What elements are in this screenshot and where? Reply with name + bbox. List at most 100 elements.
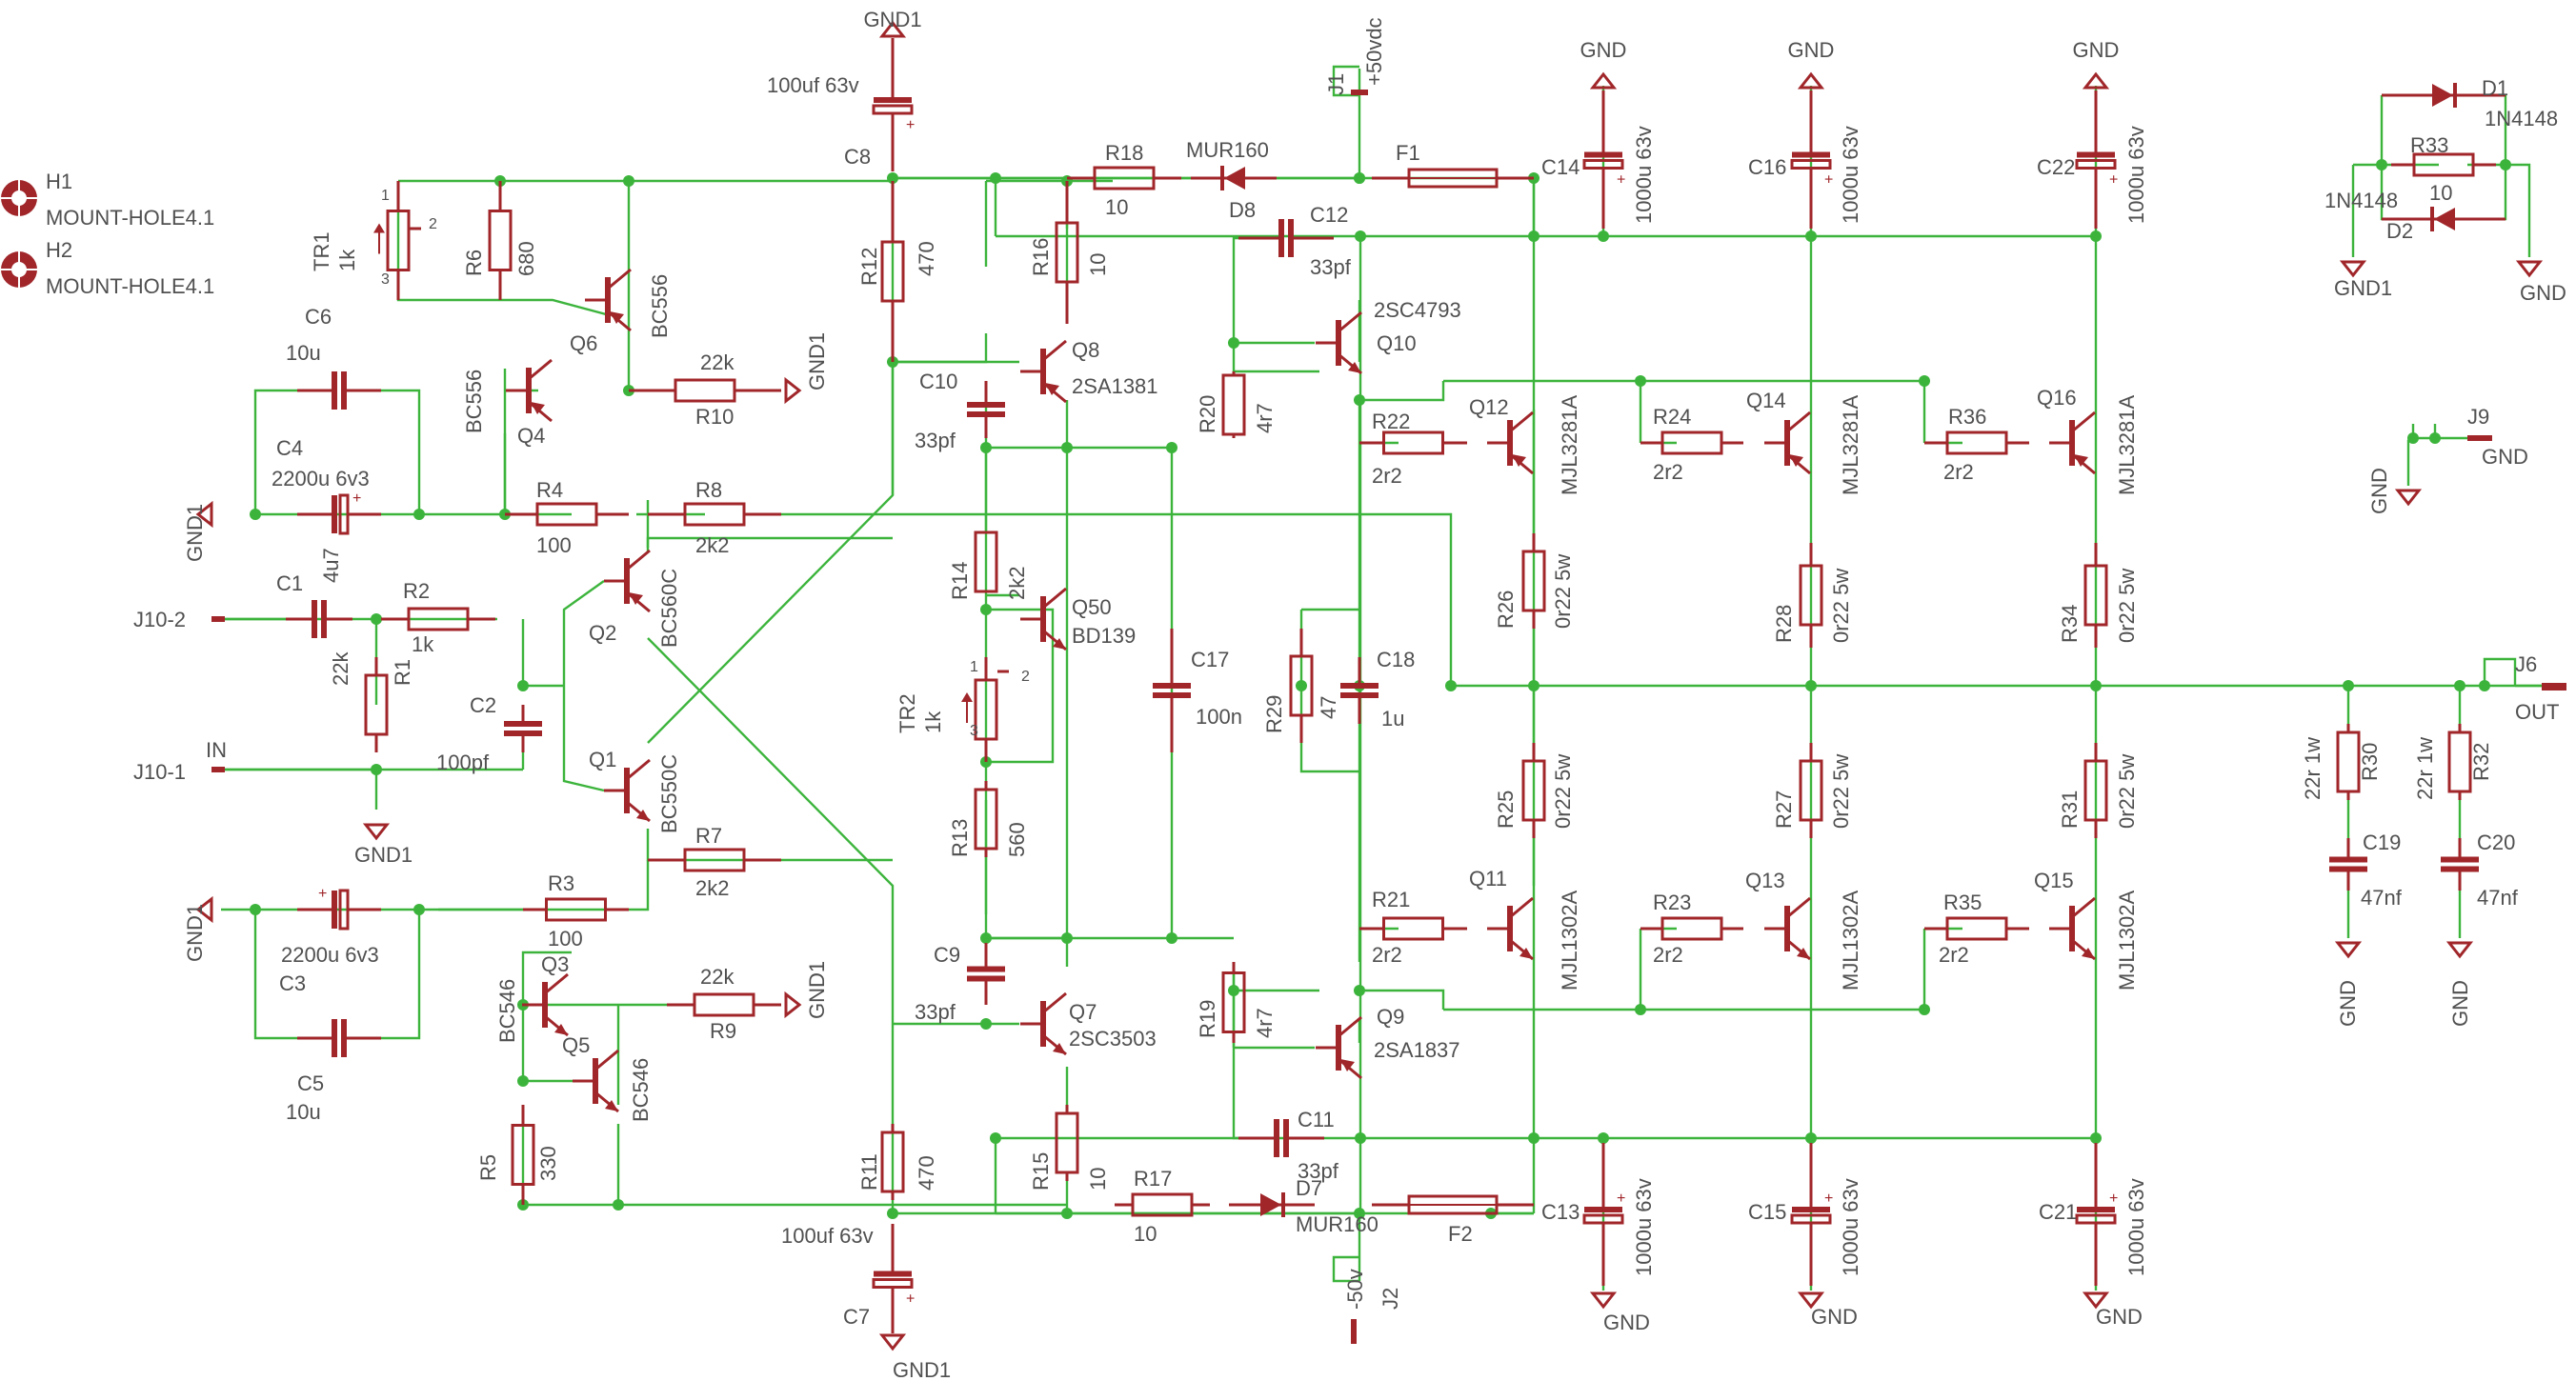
connector-label: J9 [2467,405,2489,429]
transistor-q7 [1020,991,1067,1056]
ref-label: J2 [1379,1288,1402,1310]
value-label: 4r7 [1253,1008,1277,1038]
resistor-r13 [974,781,998,857]
transistor-q10 [1316,310,1362,375]
ref-label: Q5 [562,1033,590,1057]
transistor-q16 [2049,410,2096,475]
value-label: 1k [412,632,434,656]
value-label: 2SC4793 [1374,298,1461,322]
junction-dot [1528,680,1540,691]
resistor-r9 [667,992,781,1017]
capacitor-c10 [967,381,1005,438]
ref-label: R29 [1262,695,1286,733]
capacitor-c16: + [1790,90,1833,229]
gnd-c14 [1589,71,1618,90]
ref-label: R11 [857,1153,881,1191]
junction-dot [250,509,261,520]
connector-label: J10-1 [133,760,186,784]
value-label: 2r2 [1372,464,1402,488]
pin-number: 1 [381,188,390,204]
junction-dot [1354,394,1365,406]
junction-dot [413,509,425,520]
wire [646,536,893,552]
wire [253,910,297,1040]
ref-label: D8 [1229,198,1256,222]
value-label: 1000u 63v [1632,126,1656,224]
value-label: BD139 [1072,624,1136,648]
value-label: 2200u 6v3 [272,467,370,490]
resistor-r36 [1924,430,2029,455]
supply-label: GND [2073,38,2120,62]
value-label: BC560C [657,569,681,648]
ref-label: J6 [2515,652,2537,676]
value-label: 1u [1381,707,1404,731]
capacitor-c11 [1238,1119,1324,1157]
capacitor-c3: + [297,886,381,931]
resistor-r8 [648,502,781,527]
junctions [250,159,2511,1219]
ref-label: R19 [1196,1000,1219,1038]
wire [647,637,895,1213]
value-label: 47nf [2361,886,2403,910]
capacitor-c5 [297,1019,381,1057]
value-label: 2SC3503 [1069,1027,1157,1051]
resistor-r35 [1924,916,2029,941]
ref-label: C20 [2477,831,2515,854]
value-label: 2r2 [1372,943,1402,967]
polarity-mark: + [352,490,361,507]
ref-label: F1 [1396,141,1420,165]
resistor-r29 [1289,629,1314,743]
value-label: 0r22 5w [2115,754,2139,829]
ref-label: Q16 [2037,386,2077,410]
wire [343,910,421,1040]
junction-dot [1445,680,1457,691]
value-label: 22k [700,350,735,374]
value-label: 10 [1086,1168,1110,1191]
ref-label: R21 [1372,888,1410,911]
wire [521,951,572,1005]
junction-dot [413,904,425,915]
value-label: 1000u 63v [1632,1178,1656,1276]
diode-d1 [2382,83,2506,108]
value-label: 1N4148 [2324,189,2398,212]
value-label: 100uf 63v [767,73,859,97]
junction-dot [1061,1208,1073,1219]
resistor-r30 [2336,724,2361,800]
value-label: 47 [1317,696,1340,719]
ref-label: R14 [948,562,972,600]
junction-dot [980,1018,992,1030]
transistor-q4 [506,358,553,423]
value-label: 1000u 63v [2124,1178,2148,1276]
transistor-q8 [1020,339,1067,404]
capacitor-c4: + [297,490,381,535]
ref-label: R9 [710,1019,736,1043]
gnd-c16 [1797,71,1825,90]
ref-label: D7 [1296,1176,1322,1200]
junction-dot [1805,1132,1817,1144]
ref-label: J1 [1324,73,1348,95]
resistor-r17 [1115,1192,1210,1217]
gnd-d [2515,260,2544,278]
mount-hole-h1 [1,180,37,216]
junction-dot [1635,375,1646,387]
supply-label: GND1 [354,843,413,867]
ref-label: R30 [2358,743,2382,781]
value-label: BC556 [648,274,672,338]
value-label: MJL1302A [2115,890,2139,991]
junction-dot [887,172,898,184]
resistor-r24 [1640,430,1743,455]
value-label: 2r2 [1943,460,1974,484]
junction-dot [1228,985,1239,996]
resistor-r34 [2083,543,2108,648]
trimmer-tr2 [961,657,1009,762]
value-label: 1000u 63v [1839,126,1862,224]
gnd-c13 [1589,1291,1618,1310]
wire [2411,424,2437,440]
mount-hole-h2 [1,251,37,288]
ref-label: C6 [305,305,332,329]
junction-dot [990,172,1001,184]
wire [2483,657,2517,686]
resistor-r11 [880,1124,905,1200]
gnd-c20 [2445,941,2474,959]
ref-label: R25 [1494,791,1518,829]
